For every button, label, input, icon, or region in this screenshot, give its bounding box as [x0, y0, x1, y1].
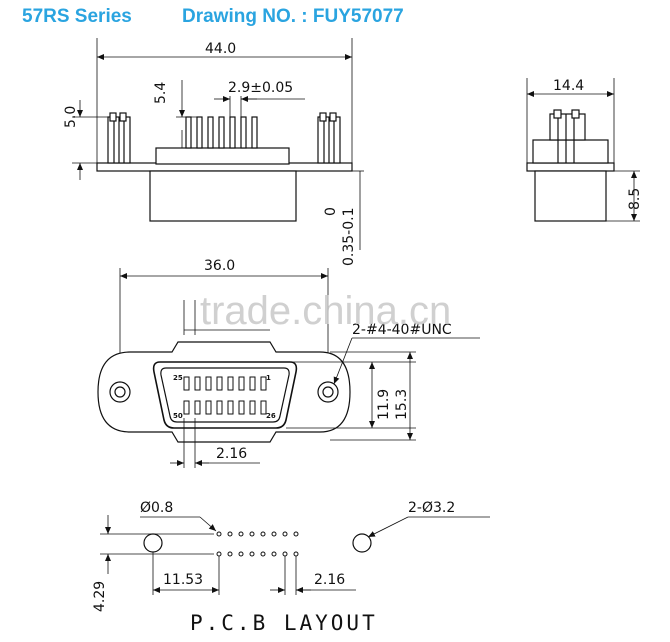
pin-label-1: 1 [266, 374, 271, 382]
watermark: trade.china.cn [200, 289, 451, 333]
left-height-dim: 5.0 [63, 106, 79, 128]
pcb-layout-title: P.C.B LAYOUT [190, 611, 378, 635]
front-pins [185, 116, 258, 149]
row-offset-dim: 4.29 [92, 581, 108, 612]
pcb-pitch-dim: 2.16 [314, 572, 345, 588]
inner-height-dim: 11.9 [376, 389, 392, 420]
pin-height-dim: 5.4 [153, 82, 169, 104]
hole-offset-dim: 11.53 [163, 572, 203, 588]
pin-label-50: 50 [173, 412, 183, 420]
tolerance-bottom: 0.35-0.1 [341, 208, 357, 267]
pin-label-25: 25 [173, 374, 183, 382]
outer-height-dim: 15.3 [394, 389, 410, 420]
front-view [72, 38, 364, 250]
pcb-hole-row-top [216, 531, 299, 537]
front-width-dim: 44.0 [205, 41, 236, 57]
face-pitch-dim: 2.16 [216, 446, 247, 462]
thread-note: 2-#4-40#UNC [352, 322, 452, 338]
side-height-dim: 8.5 [627, 188, 643, 210]
side-view [526, 78, 640, 222]
mount-hole-dim: 2-Ø3.2 [408, 500, 455, 516]
pin-pitch-dim: 2.9±0.05 [228, 80, 293, 96]
face-pin-row-bottom [183, 400, 267, 415]
pcb-hole-row-bottom [216, 551, 299, 557]
series-title: 57RS Series [22, 6, 132, 27]
pcb-layout [100, 515, 490, 595]
side-width-dim: 14.4 [553, 78, 584, 94]
pin-label-26: 26 [266, 412, 276, 420]
face-view [97, 268, 480, 468]
tolerance-top: 0 [323, 207, 339, 216]
drawing-number: Drawing NO. : FUY57077 [182, 6, 404, 27]
pin-hole-dim: Ø0.8 [140, 500, 173, 516]
mount-span-dim: 36.0 [204, 258, 235, 274]
face-pin-row-top [183, 376, 267, 391]
